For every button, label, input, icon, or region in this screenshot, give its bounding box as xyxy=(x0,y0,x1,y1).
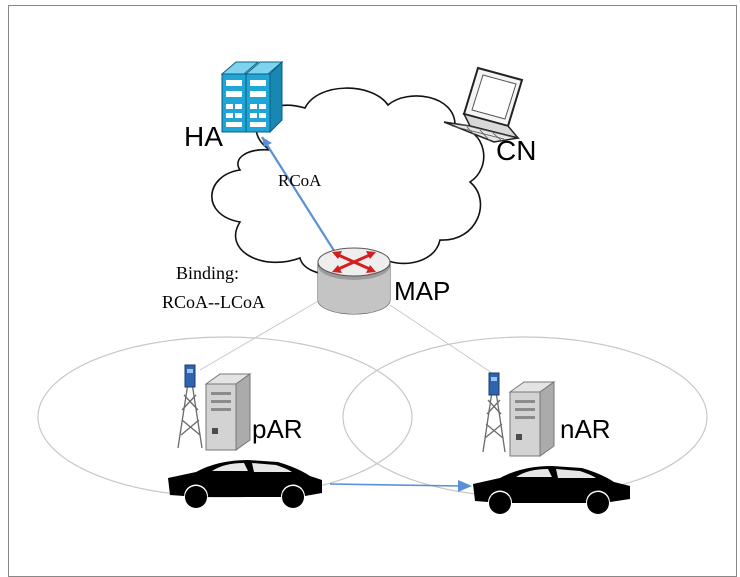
par-access-router-icon xyxy=(177,364,252,451)
nar-access-router-icon xyxy=(482,372,556,457)
ha-map-link xyxy=(261,136,346,269)
binding-label-line2: RCoA--LCoA xyxy=(162,292,265,312)
binding-label-line1: Binding: xyxy=(176,263,239,283)
nar-label: nAR xyxy=(560,414,611,444)
cn-label: CN xyxy=(496,135,536,166)
map-label: MAP xyxy=(394,276,450,306)
cn-laptop-icon xyxy=(443,66,524,143)
map-nar-link xyxy=(389,304,496,376)
vehicle-new-icon xyxy=(473,466,630,514)
vehicle-previous-icon xyxy=(168,460,322,508)
map-router-icon xyxy=(317,247,391,315)
ha-label: HA xyxy=(184,121,223,152)
par-label: pAR xyxy=(252,414,303,444)
ha-server-icon xyxy=(220,60,284,134)
map-par-link xyxy=(199,299,321,371)
movement-arrow xyxy=(329,480,472,492)
internet-cloud xyxy=(211,87,485,276)
rcoa-link-label: RCoA xyxy=(278,171,322,190)
